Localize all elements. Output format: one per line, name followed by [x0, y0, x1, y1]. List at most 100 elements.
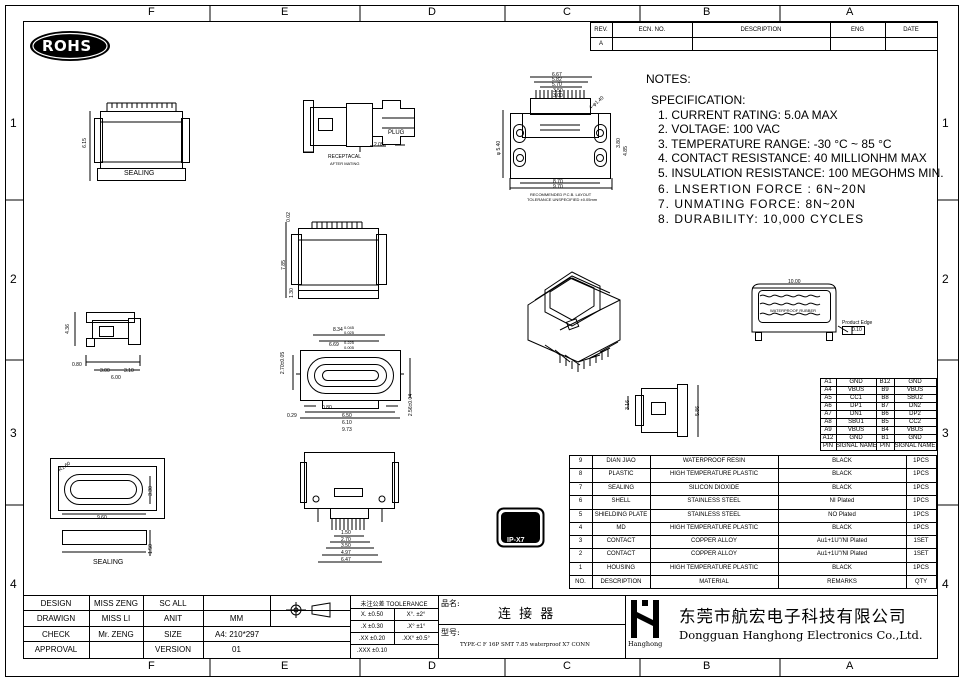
row-number-3: 3 [10, 426, 17, 440]
dim-6-69: 6.69 [329, 342, 339, 348]
pin-cell: SBU2 [907, 395, 923, 401]
bom-cell: NI Plated [829, 498, 855, 504]
bom-header: REMARKS [827, 579, 857, 585]
tb-tol-xxx: .XX ±0.20 [358, 636, 386, 642]
dim-4-97: 4.97 [341, 550, 351, 556]
pin-header: PIN [879, 443, 890, 449]
view-center-front [292, 334, 411, 419]
spec-item-6: 6. LNSERTION FORCE : 6N~20N [658, 182, 867, 196]
bom-cell: HIGH TEMPERATURE PLASTIC [669, 471, 759, 477]
bom-cell: Au1+1U"/NI Plated [816, 551, 868, 557]
label-product-edge: Product Edge [842, 320, 873, 326]
dim-6-15: 6.15 [81, 138, 88, 148]
tb-model-value: TYPE-C F 16P SMT 7.85 waterproof X7 CONN [460, 642, 590, 648]
tb-check-label: CHECK [41, 630, 70, 639]
dim-6-67: 6.67 [552, 72, 562, 78]
bom-cell: 1PCS [913, 525, 929, 531]
bom-cell: 1PCS [913, 565, 929, 571]
bom-cell: 4 [578, 525, 583, 531]
col-letter-f: F [148, 6, 155, 18]
tb-version-value: 01 [232, 645, 241, 654]
view-top-left [89, 102, 190, 181]
pin-cell: A9 [824, 427, 832, 433]
bom-cell: BLACK [832, 471, 852, 477]
tb-approval-label: APPROVAL [34, 645, 78, 654]
view-isometric [527, 271, 621, 372]
bom-cell: 9 [578, 458, 583, 464]
rev-row-a: A [598, 41, 603, 47]
tb-tol-a3: .XX° ±0.5° [402, 636, 430, 642]
dim-0-025: 0.025 [344, 330, 355, 335]
dim-0-80b: 0.80 [322, 405, 332, 411]
bom-cell: 1PCS [913, 471, 929, 477]
bom-cell: Au1+1U"/NI Plated [816, 538, 868, 544]
pin-cell: A7 [824, 411, 832, 417]
bom-cell: 6 [578, 498, 583, 504]
bom-cell: CONTACT [606, 538, 636, 544]
view-mid-left [74, 312, 141, 371]
tb-scale-label: SC ALL [159, 599, 187, 608]
dim-3-50b: 3.50 [341, 543, 351, 549]
bom-cell: 1SET [913, 551, 929, 557]
bom-cell: 1SET [913, 538, 929, 544]
bom-cell: SHIELDING PLATE [594, 512, 648, 518]
pin-cell: GND [849, 435, 863, 441]
dim-8-70: 8.70 [553, 179, 563, 185]
row-number-1-right: 1 [942, 116, 949, 130]
view-center-bottom [300, 452, 399, 563]
spec-item-7: 7. UNMATING FORCE: 8N~20N [658, 197, 856, 211]
dim-1-50: 1.50 [147, 544, 154, 554]
dim-9-60: 9.60 [97, 515, 107, 521]
bom-header: NO. [575, 579, 586, 585]
col-letter-b-bottom: B [703, 660, 711, 672]
bom-cell: 1PCS [913, 498, 929, 504]
pin-cell: VBUS [906, 427, 924, 433]
spec-item-4: 4. CONTACT RESISTANCE: 40 MILLIONHM MAX [658, 151, 927, 165]
view-pcb-layout [502, 76, 613, 190]
dim-5-70: 5.70 [552, 82, 562, 88]
label-plug: PLUG [388, 130, 405, 136]
view-mating [303, 100, 415, 153]
bom-header: DESCRIPTION [600, 579, 642, 585]
pin-cell: DP2 [909, 411, 921, 417]
dim-7-85: 7.85 [280, 260, 287, 270]
spec-item-3: 3. TEMPERATURE RANGE: -30 °C ~ 85 °C [658, 137, 892, 151]
col-letter-d-bottom: D [428, 660, 436, 672]
col-letter-f-bottom: F [148, 660, 155, 672]
dim-2-56: 2.56±0.04 [408, 393, 415, 417]
dim-3-10: 3.10 [124, 368, 134, 374]
bom-cell: NO Plated [828, 512, 856, 518]
tb-logo-text: Hanghong [628, 640, 663, 648]
pin-cell: A5 [824, 395, 832, 401]
tb-part-name: 连 接 器 [498, 607, 556, 622]
bom-cell: BLACK [832, 525, 852, 531]
pin-cell: A1 [824, 379, 832, 385]
row-number-2-right: 2 [942, 272, 949, 286]
bom-cell: 1PCS [913, 485, 929, 491]
pin-cell: B4 [881, 427, 889, 433]
rev-header-date: DATE [903, 27, 919, 33]
label-sealing-top: SEALING [124, 170, 155, 177]
pin-header: SIGNAL NAME [894, 443, 936, 449]
dim-2-05: 2.05 [374, 142, 384, 148]
bom-cell: CONTACT [606, 551, 636, 557]
label-pcb-note-1: RECOMMENDED P.C.B. LAYOUT [530, 192, 592, 197]
dim-3-80: 3.80 [615, 138, 622, 148]
dim-phi-5-40: φ 5.40 [496, 140, 503, 156]
dim-1-50b: 1.50 [341, 530, 351, 536]
dim-5-86: 5.86 [694, 406, 701, 416]
rev-header-ecn: ECN. NO. [638, 27, 666, 33]
dim-3-16: 3.16 [624, 400, 631, 410]
bom-cell: HOUSING [606, 565, 635, 571]
col-letter-c: C [563, 6, 571, 18]
tb-tolerance-title: 未注公差 TOOLERANCE [360, 602, 428, 608]
bom-cell: 7 [578, 485, 583, 491]
outer-frame [5, 5, 959, 677]
bom-cell: 8 [578, 471, 583, 477]
row-number-1: 1 [10, 116, 17, 130]
dim-0-225: 0.225 [344, 340, 355, 345]
bom-cell: 2 [578, 551, 583, 557]
ipx7-label: IP-X7 [507, 537, 525, 544]
notes-title: NOTES: [646, 72, 691, 86]
col-letter-e-bottom: E [281, 660, 289, 672]
